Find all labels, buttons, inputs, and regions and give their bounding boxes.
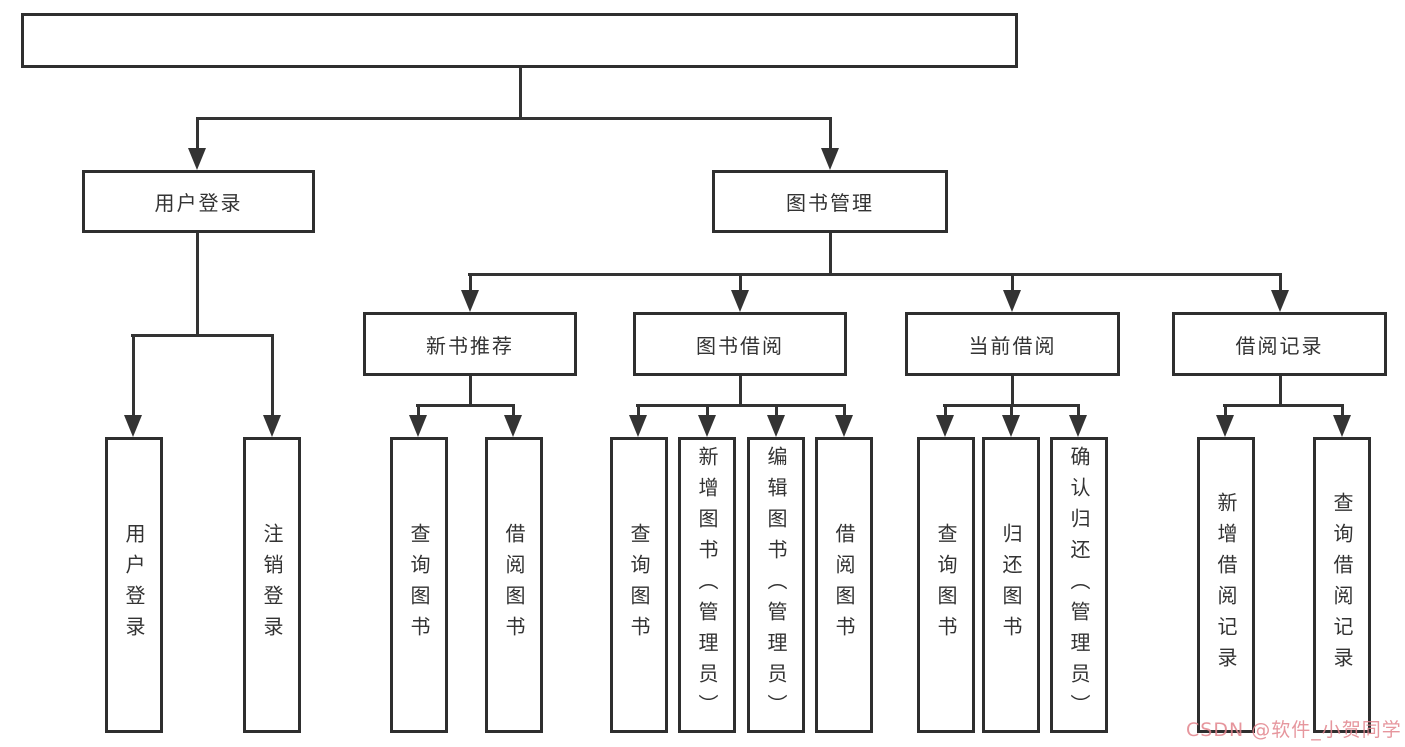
connector-vline [829, 117, 832, 150]
leaf-query-books-borrow-label: 查询图书 [627, 523, 651, 647]
arrow-down-icon [731, 290, 749, 312]
node-new-book-recommend-label: 新书推荐 [426, 333, 514, 358]
connector-vline [1011, 376, 1014, 406]
leaf-confirm-return-admin: 确认归还（管理员） [1050, 437, 1108, 733]
connector-vline [1011, 273, 1014, 292]
connector-vline [1077, 404, 1080, 417]
connector-vline [417, 404, 420, 417]
arrow-down-icon [936, 415, 954, 437]
node-borrow-records-label: 借阅记录 [1235, 333, 1324, 358]
connector-vline [739, 376, 742, 406]
leaf-add-borrow-record-label: 新增借阅记录 [1214, 492, 1238, 678]
leaf-borrow-books-recommend: 借阅图书 [485, 437, 543, 733]
leaf-query-borrow-record-label: 查询借阅记录 [1330, 492, 1354, 678]
arrow-down-icon [1003, 290, 1021, 312]
node-current-borrow: 当前借阅 [905, 312, 1120, 376]
leaf-borrow-books-recommend-label: 借阅图书 [502, 523, 526, 647]
leaf-query-books-recommend-label: 查询图书 [407, 523, 431, 647]
arrow-down-icon [835, 415, 853, 437]
leaf-query-books-current-label: 查询图书 [934, 523, 958, 647]
csdn-watermark: CSDN @软件_小贺同学 [1186, 719, 1402, 741]
leaf-user-login: 用户登录 [105, 437, 163, 733]
connector-vline [829, 233, 832, 275]
connector-hline [468, 273, 1282, 276]
leaf-query-books-recommend: 查询图书 [390, 437, 448, 733]
leaf-query-books-borrow: 查询图书 [610, 437, 668, 733]
connector-vline [271, 334, 274, 417]
leaf-user-login-label: 用户登录 [122, 523, 146, 647]
connector-vline [196, 232, 199, 336]
arrow-down-icon [1216, 415, 1234, 437]
node-user-login: 用户登录 [82, 170, 315, 233]
leaf-logout-label: 注销登录 [260, 523, 284, 647]
connector-vline [1279, 376, 1282, 406]
leaf-add-borrow-record: 新增借阅记录 [1197, 437, 1255, 733]
connector-vline [739, 273, 742, 292]
connector-vline [1224, 404, 1227, 417]
connector-hline [416, 404, 515, 407]
connector-vline [706, 404, 709, 417]
connector-vline [637, 404, 640, 417]
leaf-confirm-return-admin-label: 确认归还（管理员） [1067, 445, 1091, 725]
arrow-down-icon [409, 415, 427, 437]
connector-vline [944, 404, 947, 417]
connector-vline [1010, 404, 1013, 417]
arrow-down-icon [629, 415, 647, 437]
node-root [21, 13, 1018, 68]
leaf-query-borrow-record: 查询借阅记录 [1313, 437, 1371, 733]
connector-vline [512, 404, 515, 417]
leaf-edit-books-admin-label: 编辑图书（管理员） [764, 445, 788, 725]
connector-vline [843, 404, 846, 417]
arrow-down-icon [698, 415, 716, 437]
connector-hline [636, 404, 846, 407]
leaf-add-books-admin: 新增图书（管理员） [678, 437, 736, 733]
connector-hline [131, 334, 273, 337]
connector-vline [469, 376, 472, 406]
node-current-borrow-label: 当前借阅 [968, 333, 1057, 358]
connector-vline [196, 117, 199, 150]
connector-hline [196, 117, 832, 120]
connector-vline [1341, 404, 1344, 417]
arrow-down-icon [188, 148, 206, 170]
connector-hline [1223, 404, 1344, 407]
node-book-borrow: 图书借阅 [633, 312, 847, 376]
arrow-down-icon [504, 415, 522, 437]
arrow-down-icon [1069, 415, 1087, 437]
connector-vline [1279, 273, 1282, 292]
leaf-return-books: 归还图书 [982, 437, 1040, 733]
node-new-book-recommend: 新书推荐 [363, 312, 577, 376]
node-book-management: 图书管理 [712, 170, 948, 233]
connector-vline [132, 334, 135, 417]
connector-vline [775, 404, 778, 417]
node-book-borrow-label: 图书借阅 [696, 333, 784, 358]
connector-vline [519, 68, 522, 118]
leaf-return-books-label: 归还图书 [999, 523, 1023, 647]
leaf-query-books-current: 查询图书 [917, 437, 975, 733]
arrow-down-icon [767, 415, 785, 437]
node-book-management-label: 图书管理 [786, 191, 874, 215]
arrow-down-icon [461, 290, 479, 312]
leaf-edit-books-admin: 编辑图书（管理员） [747, 437, 805, 733]
arrow-down-icon [124, 415, 142, 437]
leaf-borrow-books-label: 借阅图书 [832, 523, 856, 647]
connector-vline [469, 273, 472, 292]
arrow-down-icon [1002, 415, 1020, 437]
arrow-down-icon [821, 148, 839, 170]
leaf-add-books-admin-label: 新增图书（管理员） [695, 445, 719, 725]
leaf-borrow-books: 借阅图书 [815, 437, 873, 733]
node-borrow-records: 借阅记录 [1172, 312, 1387, 376]
arrow-down-icon [263, 415, 281, 437]
arrow-down-icon [1333, 415, 1351, 437]
arrow-down-icon [1271, 290, 1289, 312]
leaf-logout: 注销登录 [243, 437, 301, 733]
node-user-login-label: 用户登录 [154, 191, 243, 215]
